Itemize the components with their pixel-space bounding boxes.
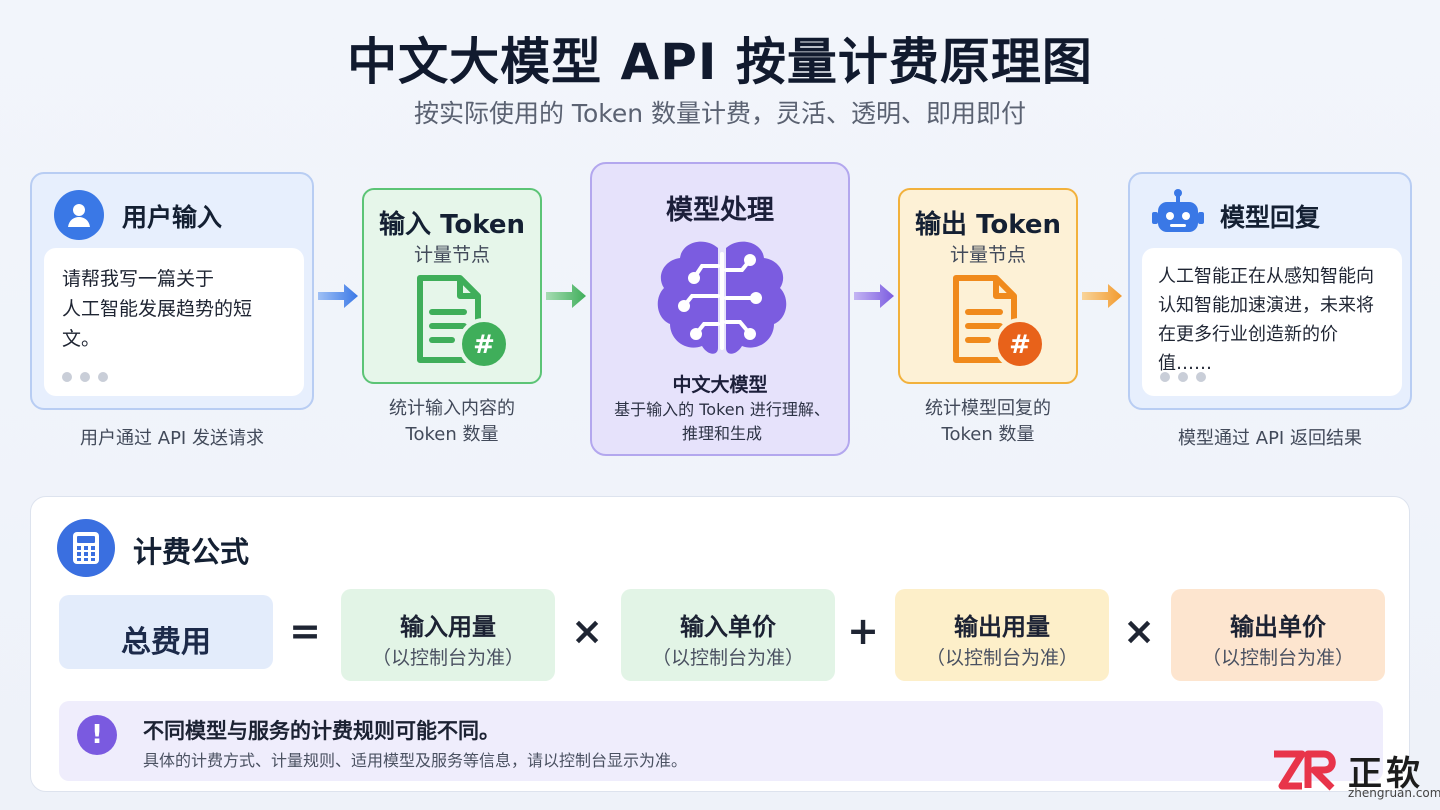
model-reply-title: 模型回复 — [1220, 203, 1321, 232]
input-token-title: 输入 Token — [379, 210, 525, 240]
zr-logo-mark — [1274, 750, 1336, 791]
caption-line: 统计输入内容的 — [389, 398, 515, 419]
typing-dots — [1160, 372, 1206, 382]
caption-line: Token 数量 — [405, 424, 499, 445]
reply-message-line: 人工智能正在从感知智能向 — [1158, 266, 1374, 287]
term-label: 输入单价 — [680, 613, 776, 641]
caption-line: 统计模型回复的 — [925, 398, 1051, 419]
user-message-line: 人工智能发展趋势的短文。 — [62, 298, 253, 350]
model-reply-card: 模型回复 人工智能正在从感知智能向 认知智能加速演进，未来将 在更多行业创造新的… — [1128, 172, 1412, 410]
output-token-card: 输出 Token 计量节点 # — [898, 188, 1078, 384]
input-usage-box: 输入用量 （以控制台为准） — [341, 589, 555, 681]
page-title: 中文大模型 API 按量计费原理图 — [347, 33, 1093, 91]
user-message-bubble: 请帮我写一篇关于 人工智能发展趋势的短文。 — [44, 248, 304, 396]
notice-title: 不同模型与服务的计费规则可能不同。 — [143, 719, 500, 743]
document-hash-icon: # — [953, 275, 1046, 370]
term-label: 输出用量 — [954, 613, 1050, 641]
input-token-caption: 统计输入内容的 Token 数量 — [362, 396, 542, 448]
term-note: （以控制台为准） — [1201, 647, 1354, 669]
brand-name: 正软 — [1348, 754, 1424, 794]
term-label: 输出单价 — [1230, 613, 1326, 641]
formula-heading: 计费公式 — [133, 535, 250, 569]
plus-operator: + — [847, 609, 879, 653]
user-message-line: 请帮我写一篇关于 — [62, 268, 215, 290]
page-subtitle: 按实际使用的 Token 数量计费，灵活、透明、即用即付 — [413, 99, 1027, 128]
desc-line: 基于输入的 Token 进行理解、 — [614, 400, 830, 419]
brain-circuit-icon — [657, 241, 787, 354]
reply-message-line: 认知智能加速演进，未来将 — [1158, 295, 1374, 316]
arrow-right-icon — [546, 284, 586, 308]
arrow-right-icon — [854, 284, 894, 308]
output-token-caption: 统计模型回复的 Token 数量 — [898, 396, 1078, 448]
times-operator: × — [1123, 609, 1155, 653]
robot-icon — [1152, 189, 1204, 232]
model-description: 基于输入的 Token 进行理解、 推理和生成 — [602, 398, 842, 446]
equals-operator: = — [289, 609, 321, 653]
arrow-right-icon — [1082, 284, 1122, 308]
term-note: （以控制台为准） — [651, 647, 804, 669]
exclamation-icon: ! — [77, 715, 117, 755]
model-reply-caption: 模型通过 API 返回结果 — [1178, 428, 1362, 449]
caption-line: Token 数量 — [941, 424, 1035, 445]
brand-url: zhengruan.com — [1348, 786, 1440, 800]
billing-formula-panel: 计费公式 总费用 = 输入用量 （以控制台为准） × 输入单价 （以控制台为准）… — [30, 496, 1410, 792]
model-processing-title: 模型处理 — [666, 195, 774, 226]
svg-text:#: # — [473, 330, 495, 360]
total-cost-label: 总费用 — [121, 625, 211, 660]
desc-line: 推理和生成 — [681, 424, 762, 443]
brand-logo: 正软 zhengruan.com — [1272, 748, 1440, 804]
billing-notice: ! 不同模型与服务的计费规则可能不同。 具体的计费方式、计量规则、适用模型及服务… — [59, 701, 1383, 781]
output-usage-box: 输出用量 （以控制台为准） — [895, 589, 1109, 681]
input-token-subtitle: 计量节点 — [413, 244, 490, 266]
term-note: （以控制台为准） — [371, 647, 524, 669]
user-icon — [54, 190, 104, 240]
output-price-box: 输出单价 （以控制台为准） — [1171, 589, 1385, 681]
calculator-icon — [57, 519, 115, 577]
times-operator: × — [571, 609, 603, 653]
typing-dots — [62, 372, 108, 382]
output-token-subtitle: 计量节点 — [949, 244, 1026, 266]
term-note: （以控制台为准） — [925, 647, 1078, 669]
model-name: 中文大模型 — [672, 374, 768, 396]
notice-text: 具体的计费方式、计量规则、适用模型及服务等信息，请以控制台显示为准。 — [143, 751, 688, 770]
reply-message-bubble: 人工智能正在从感知智能向 认知智能加速演进，未来将 在更多行业创造新的价值…… — [1142, 248, 1402, 396]
input-token-card: 输入 Token 计量节点 # — [362, 188, 542, 384]
term-label: 输入用量 — [400, 613, 496, 641]
user-input-title: 用户输入 — [122, 203, 223, 232]
user-input-caption: 用户通过 API 发送请求 — [80, 428, 264, 449]
svg-text:#: # — [1009, 330, 1031, 360]
arrow-right-icon — [318, 284, 358, 308]
total-cost-box: 总费用 — [59, 595, 273, 669]
output-token-title: 输出 Token — [915, 210, 1061, 240]
model-processing-card: 模型处理 中文大模型 基于输入的 Token 进行理解、 推理和生成 — [590, 162, 850, 456]
input-price-box: 输入单价 （以控制台为准） — [621, 589, 835, 681]
reply-message-line: 在更多行业创造新的价值…… — [1158, 324, 1338, 374]
document-hash-icon: # — [417, 275, 510, 370]
user-input-card: 用户输入 请帮我写一篇关于 人工智能发展趋势的短文。 — [30, 172, 314, 410]
